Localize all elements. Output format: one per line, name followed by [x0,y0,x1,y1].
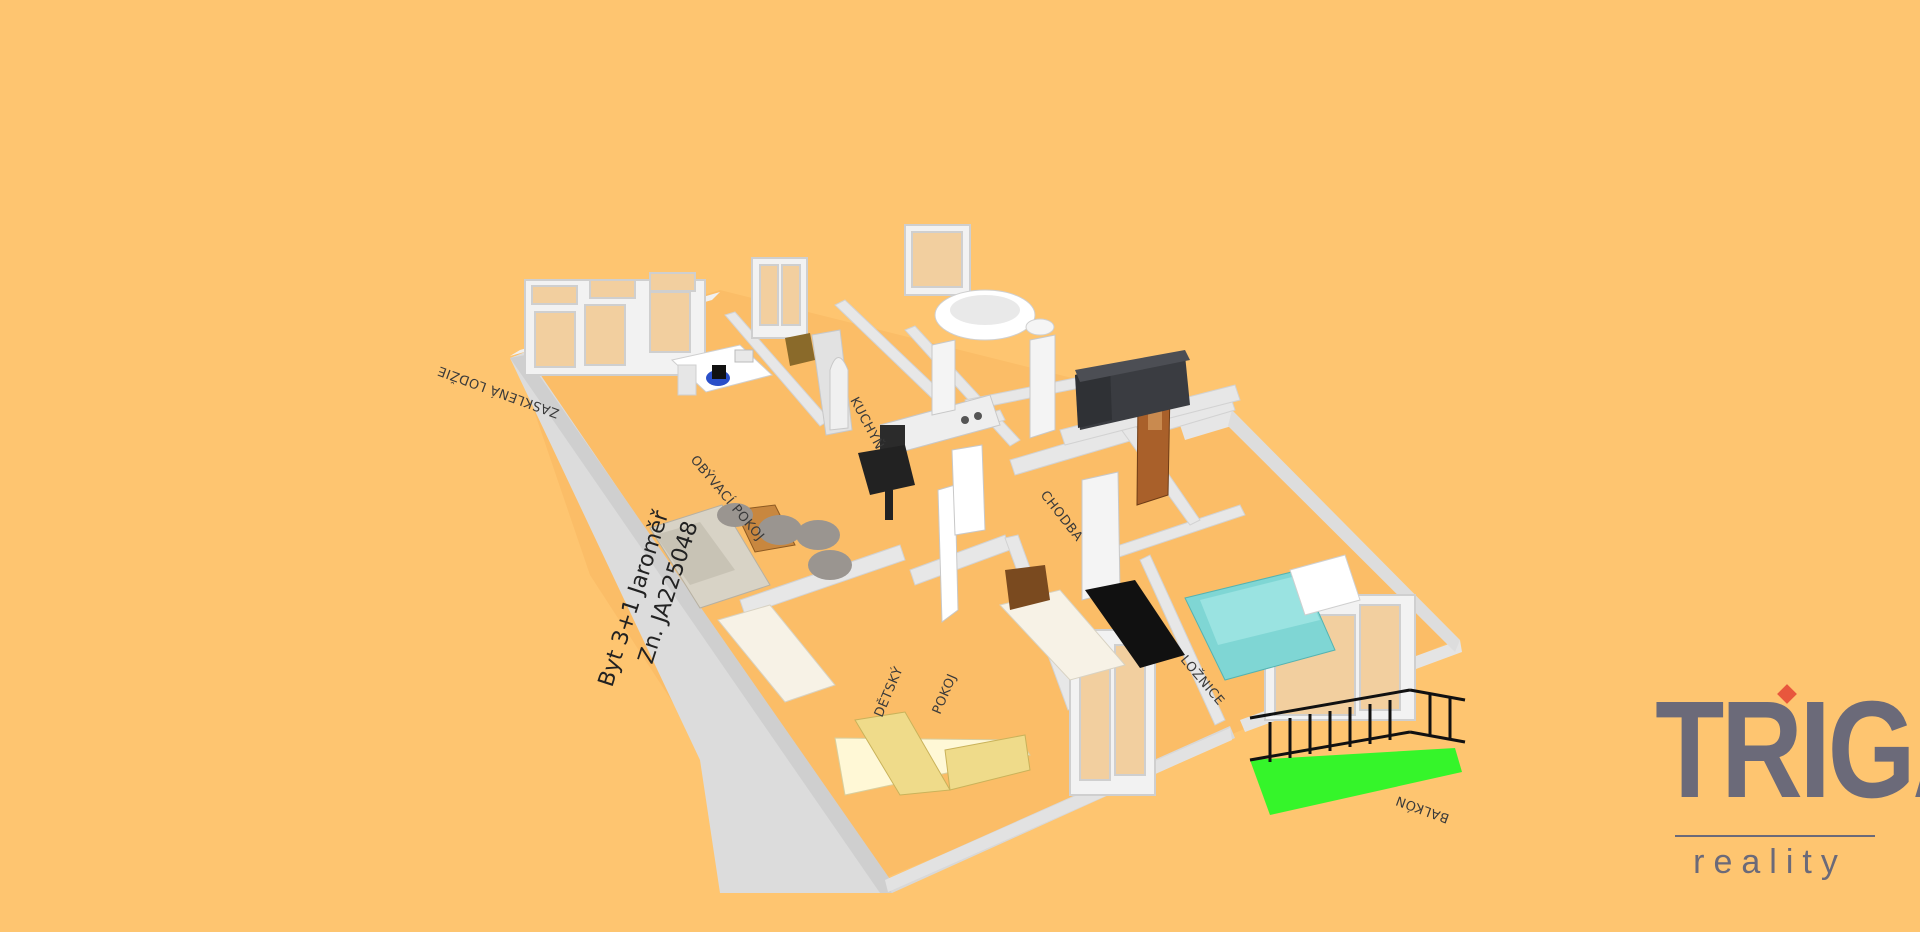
logo-subtitle: reality [1693,843,1847,881]
doors [931,334,1171,623]
logo-divider [1675,835,1875,837]
office-desk [670,333,815,396]
windows [524,224,1416,796]
kitchen-units [811,329,1001,520]
bedroom-furniture [1085,554,1361,681]
balcony [1249,688,1466,815]
living-room-furniture [649,503,852,609]
kids-room-furniture [717,565,1126,796]
bathroom-fixtures [934,289,1055,341]
triga-reality-logo: TRIGA reality [1630,673,1920,915]
wardrobe [1075,350,1190,430]
logo-word: TRIGA [1655,673,1920,827]
room-label-balcony: BALKÓN [1393,792,1451,826]
